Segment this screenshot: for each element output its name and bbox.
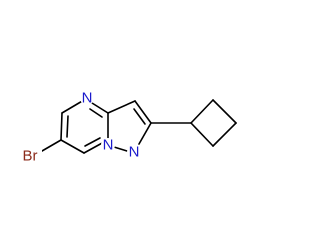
atom-br-label: Br (23, 148, 38, 165)
bond-c5-c6-double (66, 115, 69, 138)
bonds (41, 99, 237, 154)
bond-c7-n7a (83, 141, 105, 154)
bond-n4-c5 (61, 99, 85, 114)
atom-labels: N N N Br (18, 90, 141, 165)
bond-cb3-cb4 (212, 122, 237, 147)
bond-n1-n7a (113, 146, 128, 152)
chemical-structure: N N N Br (18, 89, 237, 165)
atom-n7a: N (101, 137, 115, 154)
bond-c5-c6 (60, 112, 63, 141)
bond-c3-c2 (134, 100, 152, 124)
bond-c6-br (41, 139, 62, 152)
bond-cb4-cb1 (190, 122, 214, 147)
bond-c2-n1 (138, 122, 152, 145)
bond-c3a-c3 (107, 100, 136, 114)
bond-cb1-cb2 (190, 99, 214, 124)
atom-n4-label: N (82, 90, 93, 107)
bond-c6-c7 (60, 139, 85, 154)
atom-n1-label: N (129, 144, 140, 161)
bond-cb2-cb3 (212, 99, 237, 124)
bond-c7-n7a-double (84, 137, 101, 147)
atom-br: Br (18, 147, 42, 165)
atom-n1: N (127, 144, 141, 161)
bond-c3a-n4-double (89, 108, 103, 118)
atom-n7a-label: N (103, 137, 114, 154)
bond-c3a-n4 (91, 102, 109, 114)
atom-n4: N (80, 90, 94, 107)
bond-c3-c2-double (133, 108, 146, 125)
